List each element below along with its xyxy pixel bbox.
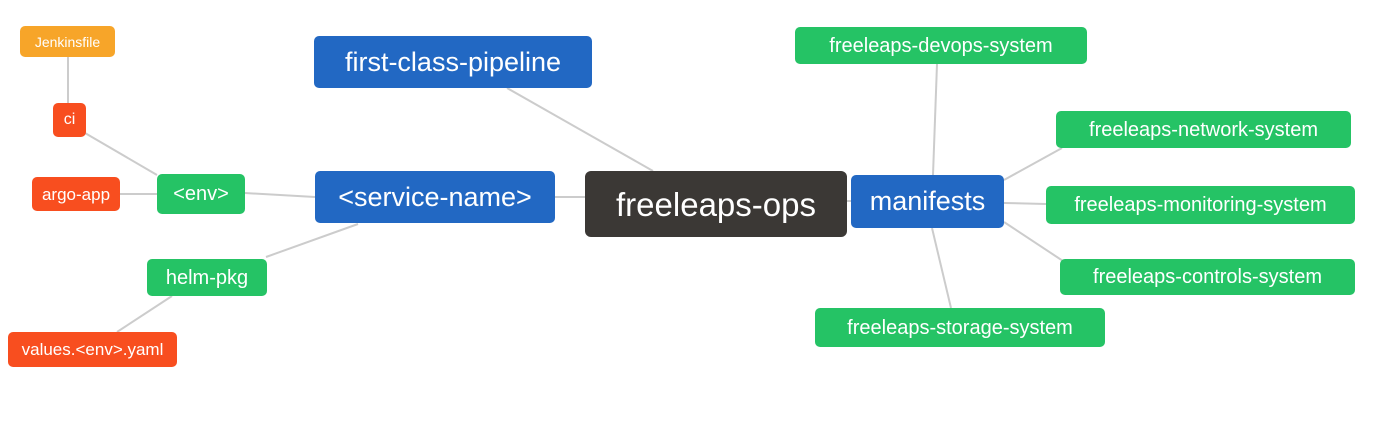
node-freeleaps-monitoring-system[interactable]: freeleaps-monitoring-system <box>1046 186 1355 224</box>
node-jenkinsfile[interactable]: Jenkinsfile <box>20 26 115 57</box>
node-helm-pkg[interactable]: helm-pkg <box>147 259 267 296</box>
edge-manifests-monitoring-system <box>1003 202 1047 205</box>
edge-helm-pkg-values-env-yaml <box>116 295 173 333</box>
edge-manifests-devops-system <box>932 63 938 176</box>
edge-manifests-network-system <box>1003 147 1063 181</box>
node-env[interactable]: <env> <box>157 174 245 214</box>
node-freeleaps-storage-system[interactable]: freeleaps-storage-system <box>815 308 1105 347</box>
node-ci[interactable]: ci <box>53 103 86 137</box>
edge-ci-env <box>84 132 158 176</box>
edge-manifests-storage-system <box>931 227 952 309</box>
node-freeleaps-network-system[interactable]: freeleaps-network-system <box>1056 111 1351 148</box>
node-argo-app[interactable]: argo-app <box>32 177 120 211</box>
node-service-name[interactable]: <service-name> <box>315 171 555 223</box>
node-first-class-pipeline[interactable]: first-class-pipeline <box>314 36 592 88</box>
node-manifests[interactable]: manifests <box>851 175 1004 228</box>
node-freeleaps-controls-system[interactable]: freeleaps-controls-system <box>1060 259 1355 295</box>
edge-manifests-controls-system <box>1003 221 1064 262</box>
node-freeleaps-devops-system[interactable]: freeleaps-devops-system <box>795 27 1087 64</box>
edge-service-name-helm-pkg <box>265 223 359 258</box>
node-values-env-yaml[interactable]: values.<env>.yaml <box>8 332 177 367</box>
edge-env-service-name <box>244 192 316 198</box>
edge-first-class-pipeline-ops <box>506 87 654 172</box>
node-freeleaps-ops-root[interactable]: freeleaps-ops <box>585 171 847 237</box>
